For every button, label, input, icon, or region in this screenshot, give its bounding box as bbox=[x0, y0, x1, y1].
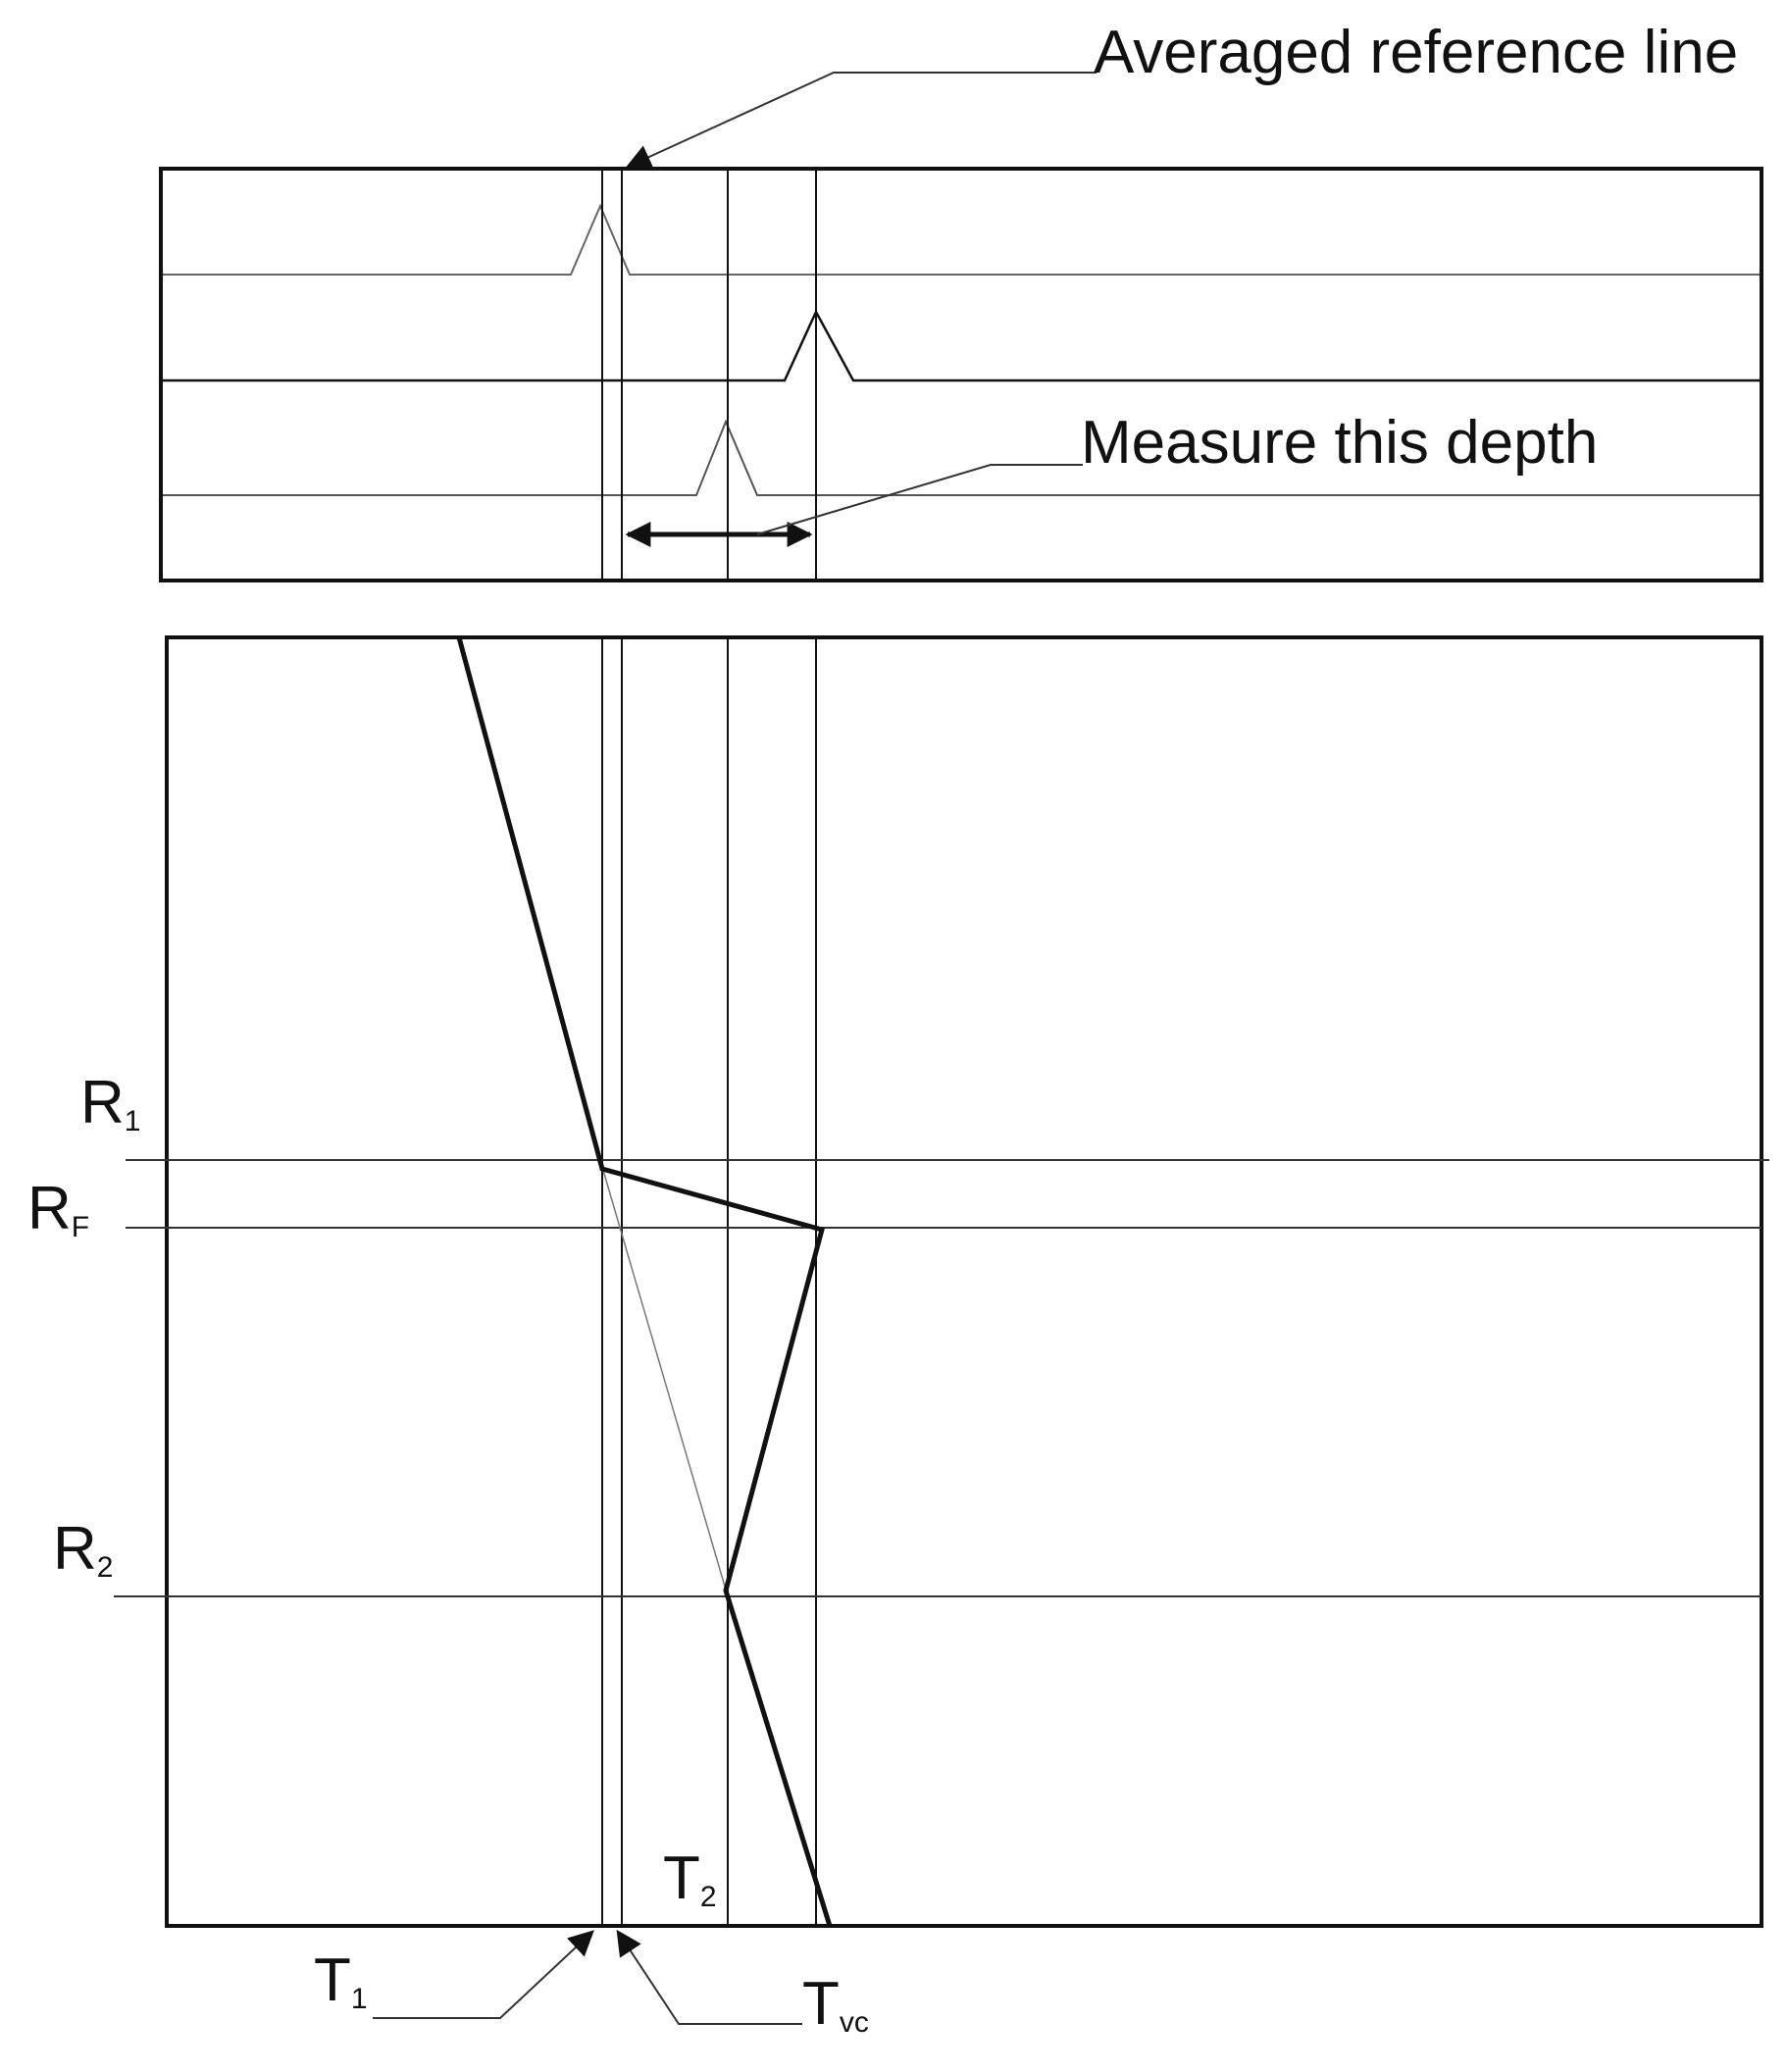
label-t2: T2 bbox=[663, 1845, 717, 1913]
label-t1: T1 bbox=[314, 1946, 368, 2015]
measure-this-depth-label: Measure this depth bbox=[1081, 409, 1598, 477]
top-panel-frame bbox=[159, 167, 1763, 582]
trace-3 bbox=[163, 419, 1760, 496]
trace-1 bbox=[163, 203, 1760, 276]
interpolation-line bbox=[601, 1166, 729, 1597]
t1-leader bbox=[373, 1930, 594, 2019]
averaged-reference-leader bbox=[625, 72, 1097, 170]
tvc-leader bbox=[616, 1929, 802, 2025]
measure-depth-leader bbox=[756, 464, 1083, 535]
label-r2: R2 bbox=[53, 1515, 113, 1584]
bottom-panel-frame bbox=[165, 635, 1763, 1928]
averaged-reference-line-label: Averaged reference line bbox=[1094, 19, 1738, 86]
trace-2 bbox=[163, 309, 1760, 382]
label-r1: R1 bbox=[80, 1069, 140, 1137]
label-rf: RF bbox=[27, 1175, 89, 1243]
label-tvc: Tvc bbox=[802, 1970, 869, 2039]
depth-profile-line bbox=[456, 636, 833, 1927]
